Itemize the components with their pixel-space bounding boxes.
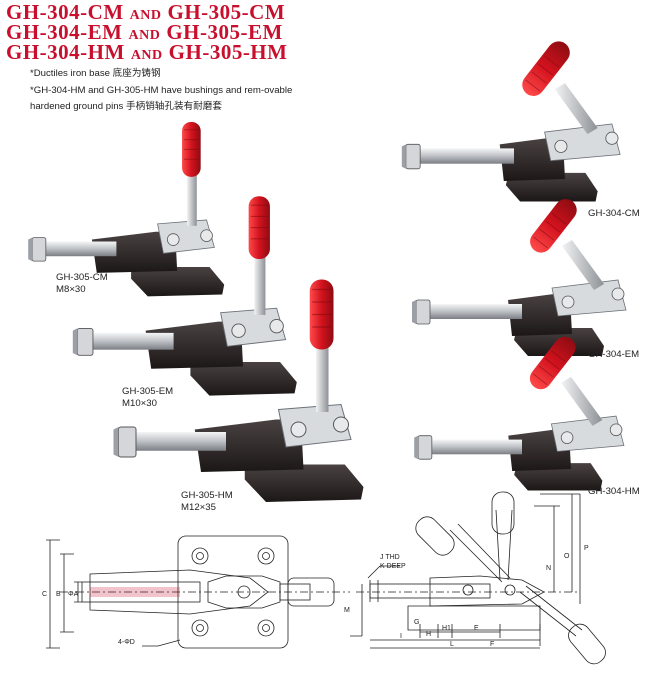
title-model-left: GH-304-EM (6, 20, 123, 44)
title-model-right: GH-305-EM (166, 20, 283, 44)
dim-f: F (490, 641, 494, 648)
title-and: AND (129, 8, 162, 23)
dim-e: E (474, 625, 479, 632)
label-gh304cm-model: GH-304-CM (588, 208, 640, 219)
dim-l: L (450, 641, 454, 648)
title-line-3: GH-304-HM AND GH-305-HM (6, 42, 287, 66)
dim-p: P (584, 545, 589, 552)
note-bushings: *GH-304-HM and GH-305-HM have bushings a… (30, 85, 293, 96)
clamp-gh304cm-image (401, 36, 621, 202)
dim-h: H (426, 631, 431, 638)
dim-c: C (42, 591, 47, 598)
title-model-left: GH-304-HM (6, 40, 125, 64)
dim-i: I (400, 633, 402, 640)
dim-g: G (414, 619, 419, 626)
dim-h1: H1 (442, 625, 451, 632)
note-base-material: *Ductiles iron base 底座为铸钢 (30, 68, 161, 79)
dim-holes: 4-ΦD (118, 639, 135, 646)
dim-n: N (546, 565, 551, 572)
clamp-gh305cm-image (27, 121, 225, 297)
dim-m: M (344, 607, 350, 614)
label-gh305em-size: M10×30 (122, 398, 157, 409)
label-gh305hm-model: GH-305-HM (181, 490, 233, 501)
label-gh305hm-size: M12×35 (181, 502, 216, 513)
dim-o: O (564, 553, 570, 560)
title-model-left: GH-304-CM (6, 0, 124, 24)
title-line-2: GH-304-EM AND GH-305-EM (6, 22, 283, 46)
side-view-drawing: J THD K DEEP M G H H1 E I L F P O N (344, 491, 606, 665)
title-model-right: GH-305-CM (167, 0, 286, 24)
label-gh305em-model: GH-305-EM (122, 386, 174, 397)
note-ground-pins: hardened ground pins 手柄销轴孔装有耐磨套 (30, 101, 222, 112)
title-and: AND (128, 28, 161, 43)
dim-b: B (56, 591, 61, 598)
title-line-1: GH-304-CM AND GH-305-CM (6, 2, 285, 26)
title-and: AND (130, 48, 163, 63)
label-gh304hm-model: GH-304-HM (588, 486, 640, 497)
dim-deep: K DEEP (380, 563, 406, 570)
label-gh305cm-size: M8×30 (56, 284, 86, 295)
dim-thd: J THD (380, 554, 400, 561)
label-gh304em-model: GH-304-EM (588, 349, 640, 360)
dim-a: ΦA (68, 591, 79, 598)
label-gh305cm-model: GH-305-CM (56, 272, 108, 283)
title-model-right: GH-305-HM (168, 40, 288, 64)
top-view-drawing: C B ΦA 4-ΦD (42, 535, 350, 649)
